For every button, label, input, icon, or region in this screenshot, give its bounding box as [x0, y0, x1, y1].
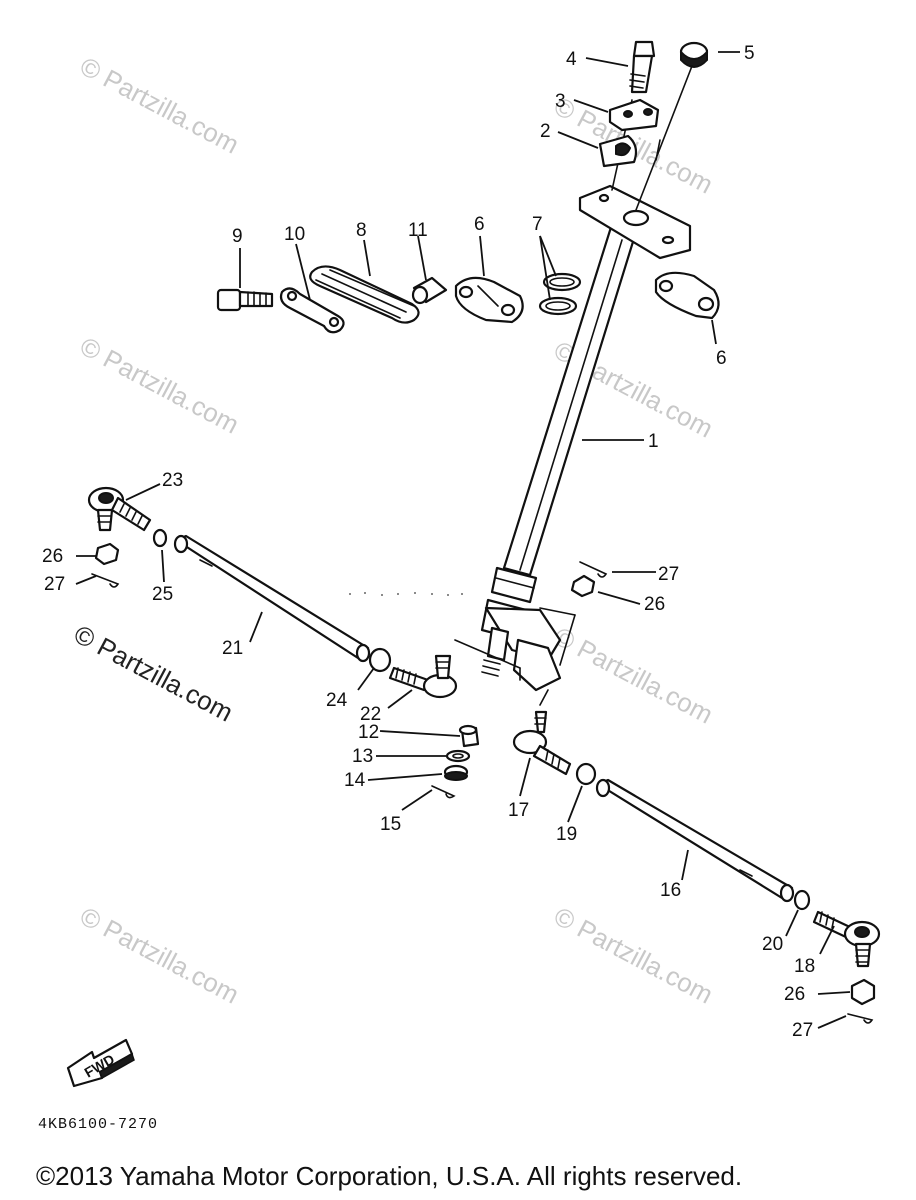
callout-10: 10 [284, 224, 305, 245]
watermark-dark: © Partzilla.com [69, 619, 238, 728]
callout-1: 1 [648, 431, 659, 452]
callout-22: 22 [360, 704, 381, 725]
callout-7: 7 [532, 214, 543, 235]
part-10-bracket [279, 287, 345, 334]
callout-17: 17 [508, 800, 529, 821]
watermark: © Partzilla.com [549, 621, 718, 730]
right-tie-rod-assembly [512, 561, 881, 1024]
loose-parts [216, 265, 720, 334]
watermark: © Partzilla.com [75, 51, 244, 160]
callout-6: 6 [716, 348, 727, 369]
callout-4: 4 [566, 49, 577, 70]
watermark: © Partzilla.com [75, 901, 244, 1010]
callout-6: 6 [474, 214, 485, 235]
fwd-arrow-icon: FWD [66, 1038, 135, 1088]
part-6-holder-right [654, 271, 720, 320]
steering-shaft [349, 222, 638, 706]
callout-12: 12 [358, 722, 379, 743]
callout-19: 19 [556, 824, 577, 845]
watermark: © Partzilla.com [75, 331, 244, 440]
callout-26: 26 [784, 984, 805, 1005]
callout-25: 25 [152, 584, 173, 605]
callout-labels: 1 2 3 4 5 6 6 7 8 9 10 11 12 13 14 15 16… [42, 43, 815, 1041]
callout-5: 5 [744, 43, 755, 64]
callout-14: 14 [344, 770, 366, 791]
part-11-sleeve [411, 276, 448, 305]
left-tie-rod-assembly [87, 486, 458, 699]
callout-21: 21 [222, 638, 243, 659]
part-8-plate [309, 265, 420, 324]
callout-13: 13 [352, 746, 373, 767]
stray-marks [349, 592, 463, 596]
callout-26: 26 [42, 546, 63, 567]
copyright-notice: ©2013 Yamaha Motor Corporation, U.S.A. A… [36, 1161, 742, 1191]
callout-27: 27 [658, 564, 679, 585]
leader-lines [75, 51, 851, 1029]
callout-8: 8 [356, 220, 367, 241]
callout-11: 11 [408, 220, 428, 241]
callout-27: 27 [44, 574, 65, 595]
part-6-holder-left [454, 276, 524, 324]
part-9-bolt [216, 288, 274, 312]
center-nut-stack [431, 724, 480, 799]
callout-27: 27 [792, 1020, 813, 1041]
callout-24: 24 [326, 690, 348, 711]
callout-3: 3 [555, 91, 566, 112]
callout-18: 18 [794, 956, 815, 977]
part-7-rings [538, 272, 582, 316]
watermark: © Partzilla.com [549, 901, 718, 1010]
diagram-code: 4KB6100-7270 [38, 1116, 158, 1133]
callout-23: 23 [162, 470, 183, 491]
callout-16: 16 [660, 880, 681, 901]
callout-2: 2 [540, 121, 551, 142]
callout-26: 26 [644, 594, 665, 615]
callout-9: 9 [232, 226, 243, 247]
callout-20: 20 [762, 934, 783, 955]
callout-15: 15 [380, 814, 401, 835]
handlebar-holder [578, 40, 709, 260]
